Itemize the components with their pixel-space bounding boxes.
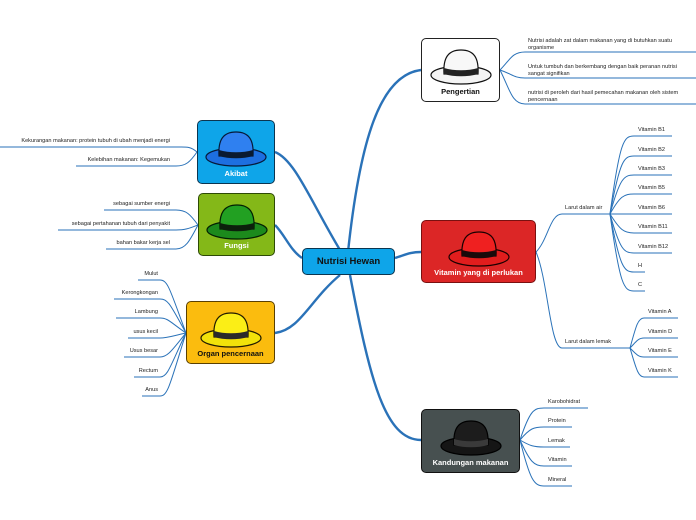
- topic-vitamin[interactable]: Vitamin yang di perlukan: [421, 220, 536, 283]
- branch-kandungan: [348, 274, 422, 442]
- vitamin-air-item[interactable]: H: [638, 263, 643, 269]
- branch-pengertian: [346, 68, 422, 253]
- vitamin-air-item[interactable]: Vitamin B3: [638, 166, 665, 172]
- white-hat-icon: [429, 49, 492, 85]
- topic-kandungan[interactable]: Kandungan makanan: [421, 409, 520, 473]
- vitamin-lemak-item[interactable]: Vitamin A: [648, 309, 672, 315]
- organ-item[interactable]: Rectum: [138, 368, 158, 374]
- akibat-item[interactable]: Kekurangan makanan: protein tubuh di uba…: [21, 138, 170, 144]
- akibat-item[interactable]: Kelebihan makanan: Kegemukan: [87, 157, 170, 163]
- pengertian-item[interactable]: nutrisi di peroleh dari hasil pemecahan …: [528, 90, 679, 103]
- topic-pengertian-label: Pengertian: [441, 87, 480, 96]
- fungsi-item[interactable]: sebagai pertahanan tubuh dari penyakit: [71, 221, 170, 227]
- branch-organ: [274, 274, 341, 335]
- pengertian-item[interactable]: Nutrisi adalah zat dalam makanan yang di…: [528, 38, 672, 51]
- black-hat-icon: [439, 420, 502, 456]
- branch-vitamin: [394, 250, 422, 260]
- kandungan-item[interactable]: Karobohidrat: [548, 399, 581, 405]
- topic-fungsi[interactable]: Fungsi: [198, 193, 275, 256]
- central-topic-label: Nutrisi Hewan: [316, 256, 381, 267]
- pengertian-item[interactable]: Untuk tumbuh dan berkembang dengan baik …: [528, 64, 677, 77]
- vitamin-air-label[interactable]: Larut dalam air: [565, 205, 603, 211]
- branch-fungsi: [274, 224, 303, 259]
- organ-item[interactable]: Mulut: [144, 271, 158, 277]
- topic-kandungan-label: Kandungan makanan: [432, 458, 509, 467]
- vitamin-air-item[interactable]: Vitamin B11: [638, 224, 668, 230]
- vitamin-lemak-label[interactable]: Larut dalam lemak: [565, 339, 612, 345]
- vitamin-air-item[interactable]: Vitamin B5: [638, 185, 665, 191]
- fungsi-item[interactable]: sebagai sumber energi: [113, 201, 170, 207]
- topic-vitamin-label: Vitamin yang di perlukan: [434, 268, 523, 277]
- vitamin-air-item[interactable]: Vitamin B12: [638, 244, 669, 250]
- topic-organ-label: Organ pencernaan: [197, 349, 264, 358]
- topic-organ[interactable]: Organ pencernaan: [186, 301, 275, 364]
- vitamin-air-item[interactable]: Vitamin B2: [638, 147, 665, 153]
- topic-fungsi-label: Fungsi: [224, 241, 249, 250]
- kandungan-item[interactable]: Lemak: [548, 438, 565, 444]
- vitamin-lemak-item[interactable]: Vitamin K: [648, 368, 672, 374]
- vitamin-lemak-item[interactable]: Vitamin D: [648, 329, 673, 335]
- kandungan-item[interactable]: Protein: [548, 418, 566, 424]
- yellow-hat-icon: [199, 312, 262, 348]
- green-hat-icon: [205, 204, 268, 240]
- fungsi-item[interactable]: bahan bakar kerja sel: [116, 240, 171, 246]
- branch-akibat: [274, 150, 342, 251]
- central-topic[interactable]: Nutrisi Hewan: [302, 248, 395, 275]
- organ-item[interactable]: usus kecil: [133, 329, 158, 335]
- organ-item[interactable]: Usus besar: [129, 348, 158, 354]
- topic-pengertian[interactable]: Pengertian: [421, 38, 500, 102]
- topic-akibat-label: Akibat: [224, 169, 248, 178]
- topic-akibat[interactable]: Akibat: [197, 120, 275, 184]
- vitamin-lemak-item[interactable]: Vitamin E: [648, 348, 672, 354]
- organ-item[interactable]: Kerongkongan: [121, 290, 158, 296]
- kandungan-item[interactable]: Mineral: [548, 477, 567, 483]
- organ-item[interactable]: Lambung: [134, 309, 158, 315]
- vitamin-air-item[interactable]: Vitamin B1: [638, 127, 665, 133]
- vitamin-air-item[interactable]: C: [638, 282, 643, 288]
- blue-hat-icon: [205, 131, 267, 167]
- red-hat-icon: [447, 231, 510, 267]
- vitamin-air-item[interactable]: Vitamin B6: [638, 205, 665, 211]
- organ-item[interactable]: Anus: [145, 387, 158, 393]
- kandungan-item[interactable]: Vitamin: [548, 457, 567, 463]
